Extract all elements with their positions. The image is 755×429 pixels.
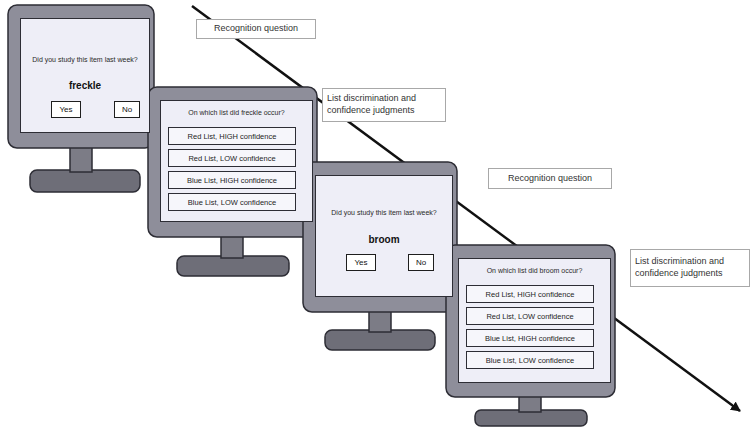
option-box: Red List, HIGH confidence — [466, 285, 594, 303]
option-box: Red List, LOW confidence — [466, 307, 594, 325]
step-label: List discrimination and confidence judgm… — [630, 249, 750, 287]
prompt-text: On which list did freckle occur? — [161, 109, 312, 116]
option-text: Red List, HIGH confidence — [188, 132, 277, 141]
label-text: Recognition question — [508, 173, 592, 185]
answer-button: Yes — [346, 254, 376, 271]
test-word: freckle — [21, 80, 149, 91]
label-text: List discrimination and confidence judgm… — [327, 93, 441, 116]
option-box: Red List, HIGH confidence — [168, 127, 296, 145]
step-label: List discrimination and confidence judgm… — [322, 88, 446, 122]
option-text: Blue List, LOW confidence — [486, 356, 574, 365]
option-box: Blue List, HIGH confidence — [168, 171, 296, 189]
step-label: Recognition question — [488, 168, 612, 189]
option-text: Yes — [354, 258, 367, 267]
option-text: Blue List, HIGH confidence — [187, 176, 277, 185]
option-box: Blue List, LOW confidence — [168, 193, 296, 211]
monitor — [8, 5, 154, 192]
monitor-screen: Yes No Did you study this item last week? b… — [315, 175, 453, 297]
answer-button: No — [114, 101, 140, 118]
prompt-text: On which list did broom occur? — [459, 267, 610, 274]
option-text: Red List, LOW confidence — [486, 312, 573, 321]
option-text: Red List, LOW confidence — [188, 154, 275, 163]
label-text: List discrimination and confidence judgm… — [635, 256, 745, 279]
option-box: Red List, LOW confidence — [168, 149, 296, 167]
monitor-screen: Red List, HIGH confidenceRed List, LOW c… — [458, 258, 611, 383]
answer-button: No — [408, 254, 434, 271]
option-text: Blue List, HIGH confidence — [485, 334, 575, 343]
prompt-text: Did you study this item last week? — [21, 56, 149, 63]
monitor-screen: Yes No Did you study this item last week? f… — [20, 18, 150, 133]
monitor — [148, 87, 317, 276]
option-text: Yes — [59, 105, 72, 114]
monitor-screen: Red List, HIGH confidenceRed List, LOW c… — [160, 100, 313, 222]
step-label: Recognition question — [196, 19, 316, 39]
monitor — [446, 245, 615, 426]
monitor — [303, 162, 457, 350]
option-box: Blue List, LOW confidence — [466, 351, 594, 369]
option-text: No — [122, 105, 132, 114]
prompt-text: Did you study this item last week? — [316, 209, 452, 216]
option-box: Blue List, HIGH confidence — [466, 329, 594, 347]
label-text: Recognition question — [214, 23, 298, 35]
test-word: broom — [316, 234, 452, 245]
answer-button: Yes — [51, 101, 81, 118]
option-text: Red List, HIGH confidence — [486, 290, 575, 299]
option-text: No — [416, 258, 426, 267]
option-text: Blue List, LOW confidence — [188, 198, 276, 207]
